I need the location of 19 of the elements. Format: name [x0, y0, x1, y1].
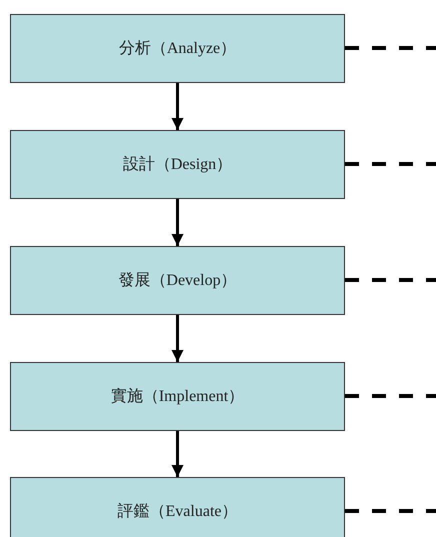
box-label: 實施（Implement） — [110, 386, 244, 407]
process-box — [10, 362, 345, 431]
dashed-line — [345, 509, 436, 513]
arrow — [172, 83, 184, 130]
box-label: 設計（Design） — [122, 154, 232, 175]
box-label: 評鑑（Evaluate） — [118, 502, 238, 522]
arrow — [172, 199, 184, 246]
process-box — [10, 14, 345, 83]
dashed-line — [345, 46, 436, 50]
process-box — [10, 246, 345, 315]
box-label: 發展（Develop） — [118, 271, 237, 291]
box-label: 分析（Analyze） — [118, 39, 236, 59]
dashed-line — [345, 394, 436, 398]
arrow — [172, 431, 184, 477]
process-box — [10, 477, 345, 537]
arrow — [172, 315, 184, 362]
process-box — [10, 130, 345, 199]
dashed-line — [345, 162, 436, 166]
dashed-line — [345, 278, 436, 282]
